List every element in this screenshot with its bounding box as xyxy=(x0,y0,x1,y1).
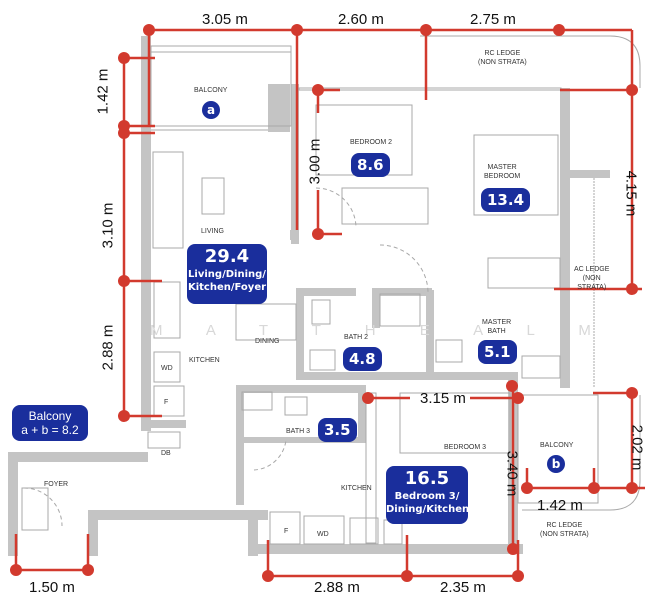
dim-top-left: 3.05 m xyxy=(202,11,248,28)
dim-top-right: 2.75 m xyxy=(470,11,516,28)
dim-top-mid: 2.60 m xyxy=(338,11,384,28)
label-bedroom2: BEDROOM 2 xyxy=(350,139,393,146)
label-ac-ledge: AC LEDGE (NON STRATA) xyxy=(574,266,610,291)
appliance-f-left: F xyxy=(164,399,169,406)
dim-foyer-door: 1.50 m xyxy=(29,579,75,596)
area-badge-bath2: 4.8 xyxy=(343,347,382,371)
label-rc-ledge-top: RC LEDGE (NON STRATA) xyxy=(478,50,527,66)
area-badge-master-bath: 5.1 xyxy=(478,340,517,364)
label-bath2: BATH 2 xyxy=(344,334,368,341)
marker-balcony-b: b xyxy=(547,455,565,473)
balcony-total-badge: Balcony a + b = 8.2 xyxy=(12,405,88,441)
dimension-lines xyxy=(10,24,645,582)
dim-living-depth: 3.10 m xyxy=(99,202,117,249)
room-outlines xyxy=(21,35,641,545)
dim-bedroom2-depth: 3.00 m xyxy=(306,138,324,185)
dim-balcony-b-depth: 2.02 m xyxy=(628,424,646,471)
appliance-f-bottom: F xyxy=(284,528,289,535)
area-badge-living-combo: 29.4 Living/Dining/ Kitchen/Foyer xyxy=(187,244,267,304)
label-bath3: BATH 3 xyxy=(286,428,310,435)
label-rc-ledge-bottom: RC LEDGE (NON STRATA) xyxy=(540,522,589,538)
dim-bottom-right: 2.35 m xyxy=(440,579,486,596)
dim-master-depth: 4.15 m xyxy=(622,170,640,217)
appliance-db: DB xyxy=(161,450,171,457)
balcony-total-title: Balcony xyxy=(28,409,72,423)
dim-balcony-b-width: 1.42 m xyxy=(537,497,583,514)
dim-bottom-kitchen: 2.88 m xyxy=(314,579,360,596)
label-dining: DINING xyxy=(255,338,280,345)
appliance-wd-bottom: WD xyxy=(317,531,329,538)
marker-balcony-a: a xyxy=(202,101,220,119)
dim-balcony-a-depth: 1.42 m xyxy=(94,68,112,115)
balcony-total-value: a + b = 8.2 xyxy=(21,423,79,437)
label-balcony-a: BALCONY xyxy=(194,87,228,94)
appliance-wd-left: WD xyxy=(161,365,173,372)
watermark: M A T T H E A L M xyxy=(150,322,611,339)
label-living: LIVING xyxy=(201,228,224,235)
area-badge-bedroom3-combo: 16.5 Bedroom 3/ Dining/Kitchen xyxy=(386,466,470,524)
label-bedroom3: BEDROOM 3 xyxy=(444,444,487,451)
label-kitchen-left: KITCHEN xyxy=(189,357,220,364)
label-foyer: FOYER xyxy=(44,481,69,488)
label-balcony-b: BALCONY xyxy=(540,442,574,449)
area-value: 16.5 xyxy=(404,468,450,489)
area-label: Bedroom 3/ Dining/Kitchen xyxy=(386,491,470,515)
area-badge-bedroom2: 8.6 xyxy=(351,153,390,177)
label-master-bedroom: MASTER BEDROOM xyxy=(484,164,521,180)
dim-bedroom3-width: 3.15 m xyxy=(420,390,466,407)
area-value: 29.4 xyxy=(204,246,250,267)
area-badge-master-bedroom: 13.4 xyxy=(481,188,531,212)
area-label: Living/Dining/ Kitchen/Foyer xyxy=(187,269,267,293)
dim-kitchen-depth: 2.88 m xyxy=(99,324,117,371)
area-badge-bath3: 3.5 xyxy=(318,418,357,442)
label-kitchen-bottom: KITCHEN xyxy=(341,485,372,492)
label-master-bath: MASTER BATH xyxy=(482,319,512,335)
dim-bedroom3-depth: 3.40 m xyxy=(503,450,521,497)
